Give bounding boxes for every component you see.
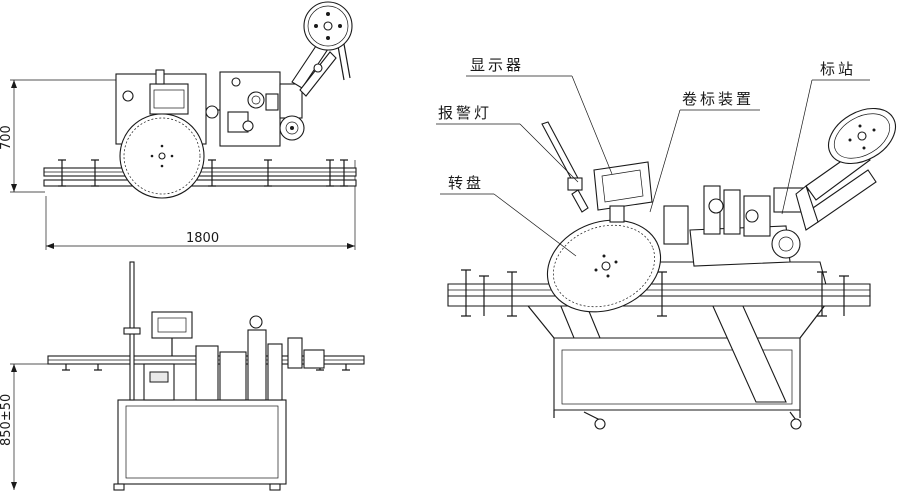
dim-height-floor: 850±50 (0, 394, 14, 446)
label-turntable: 转盘 (448, 174, 484, 192)
label-label-roll-device: 卷标装置 (682, 90, 754, 108)
dim-height-top: 700 (0, 125, 14, 150)
top-view: 700 1800 (0, 1, 357, 250)
label-label-station: 标站 (820, 60, 856, 78)
label-warning-light: 报警灯 (438, 104, 492, 122)
front-view: 850±50 (0, 261, 365, 491)
isometric-view (436, 75, 896, 430)
dim-width: 1800 (186, 231, 219, 246)
label-display: 显示器 (470, 56, 524, 74)
